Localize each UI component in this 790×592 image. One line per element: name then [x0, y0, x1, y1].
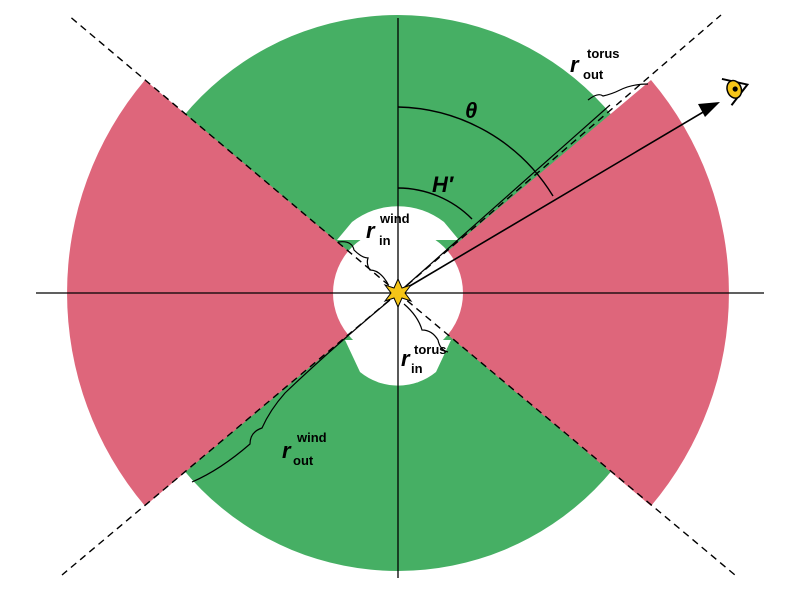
- h-prime-label: H′: [432, 172, 455, 197]
- svg-text:r: r: [282, 438, 292, 463]
- svg-text:wind: wind: [379, 211, 410, 226]
- h-prime-arc: [397, 187, 473, 220]
- line-of-sight: [397, 107, 711, 294]
- svg-text:torus: torus: [587, 46, 620, 61]
- svg-text:r: r: [401, 346, 411, 371]
- svg-text:out: out: [293, 453, 314, 468]
- r-out-wind-label: r wind out: [282, 430, 327, 468]
- r-in-wind-label: r wind in: [366, 211, 410, 248]
- line-of-sight-arrowhead: [698, 102, 720, 117]
- torus-edge-line: [397, 104, 611, 294]
- svg-text:in: in: [379, 233, 391, 248]
- svg-text:torus: torus: [414, 342, 447, 357]
- theta-arc: [397, 106, 554, 197]
- dashed-line-down-right: [397, 292, 736, 576]
- svg-text:in: in: [411, 361, 423, 376]
- svg-text:r: r: [366, 218, 376, 243]
- dashed-line-down-left: [61, 292, 399, 576]
- r-in-torus-brace: [403, 303, 449, 353]
- theta-label: θ: [465, 98, 477, 123]
- r-in-torus-label: r torus in: [401, 342, 447, 376]
- r-in-wind-brace: [337, 241, 389, 285]
- svg-text:wind: wind: [296, 430, 327, 445]
- r-out-torus-brace: [587, 83, 649, 101]
- r-out-torus-label: r torus out: [570, 46, 620, 82]
- starburst-icon: [383, 277, 413, 309]
- svg-text:r: r: [570, 52, 580, 77]
- r-out-wind-brace: [191, 299, 391, 483]
- eye-icon: [721, 77, 750, 106]
- svg-text:out: out: [583, 67, 604, 82]
